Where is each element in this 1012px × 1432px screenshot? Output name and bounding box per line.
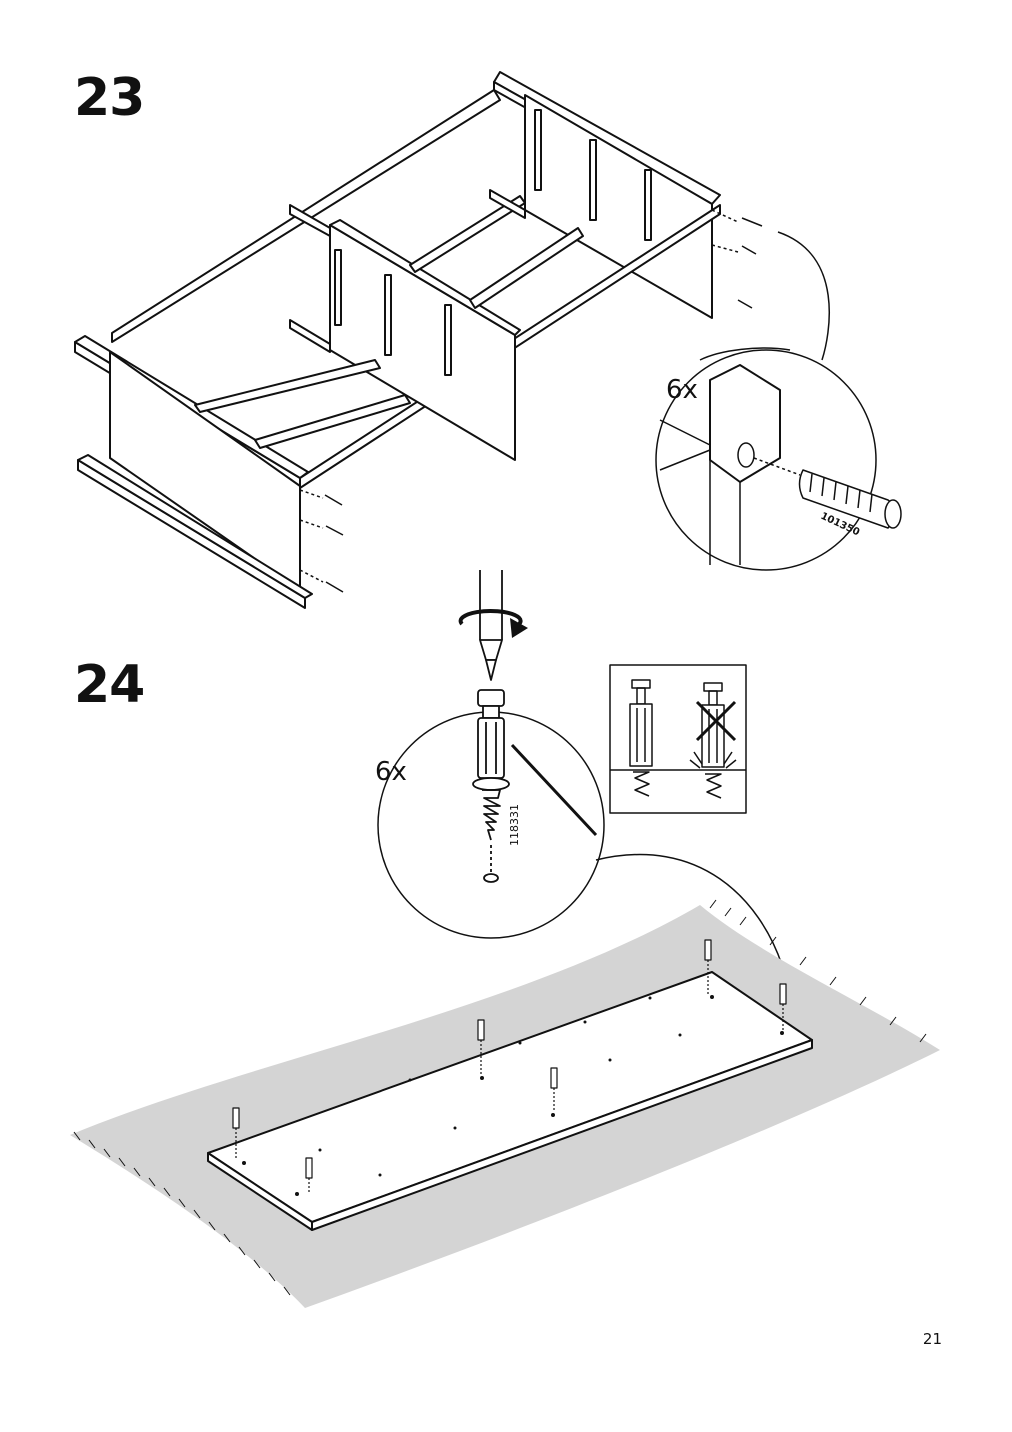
- detail-callout-23: [655, 231, 902, 571]
- cross-mark-icon: [695, 700, 737, 742]
- quantity-label-23: 6x: [666, 375, 698, 405]
- step-number-23: 23: [74, 68, 145, 128]
- dowel-icon: [299, 209, 763, 593]
- page-number: 21: [922, 1330, 942, 1348]
- part-code-24: 118331: [508, 804, 521, 846]
- rotate-arrow-icon: [458, 609, 528, 638]
- correct-incorrect-inset: [609, 664, 747, 814]
- dowel-icon: [798, 469, 902, 529]
- quantity-label-24: 6x: [375, 757, 407, 787]
- frame-assembly: [74, 71, 721, 609]
- cam-lock-screw-icon: [232, 939, 787, 1192]
- step-number-24: 24: [74, 655, 145, 715]
- board-panel: [207, 971, 813, 1231]
- detail-callout-24: [377, 689, 783, 966]
- screwdriver-icon: [479, 570, 503, 681]
- cam-lock-screw-icon: [472, 689, 510, 883]
